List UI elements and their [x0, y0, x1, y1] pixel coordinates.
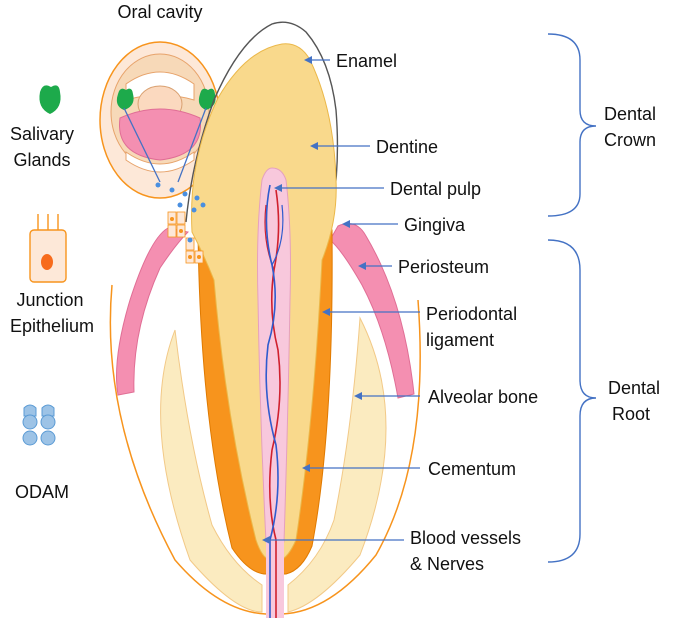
legend-salivary-line1: Salivary [10, 124, 74, 144]
tooth-cross-section [109, 21, 421, 618]
nerve-blue [265, 184, 279, 618]
pointer-lines [262, 56, 420, 544]
odam-icon [22, 404, 56, 446]
diagram-title: Oral cavity [117, 2, 202, 22]
label-enamel: Enamel [336, 51, 397, 71]
label-cementum: Cementum [428, 459, 516, 479]
label-periosteum: Periosteum [398, 257, 489, 277]
crown-bracket [547, 33, 597, 217]
oral-cavity-illustration [99, 41, 221, 199]
alveolar-bone-right [287, 316, 387, 613]
gingiva-left [116, 227, 190, 396]
root-bracket [547, 239, 597, 563]
salivary-gland-icon [39, 85, 61, 114]
gingiva-right [329, 223, 415, 399]
label-vessels-2: & Nerves [410, 554, 484, 574]
bracket-root-2: Root [612, 404, 650, 424]
label-gingiva: Gingiva [404, 215, 466, 235]
bracket-crown-2: Crown [604, 130, 656, 150]
epithelial-cell-icon [29, 214, 67, 283]
legend-salivary-line2: Glands [13, 150, 70, 170]
bracket-crown-1: Dental [604, 104, 656, 124]
label-vessels-1: Blood vessels [410, 528, 521, 548]
gland-icon [198, 88, 216, 110]
gland-icon [116, 88, 134, 110]
alveolar-bone-left [160, 329, 263, 613]
legend-junction-line1: Junction [16, 290, 83, 310]
legend-junction-line2: Epithelium [10, 316, 94, 336]
legend-odam: ODAM [15, 482, 69, 502]
label-dental-pulp: Dental pulp [390, 179, 481, 199]
label-periodontal-1: Periodontal [426, 304, 517, 324]
odam-markers [155, 182, 206, 243]
label-periodontal-2: ligament [426, 330, 494, 350]
enamel [185, 21, 339, 223]
label-alveolar-bone: Alveolar bone [428, 387, 538, 407]
label-dentine: Dentine [376, 137, 438, 157]
junction-epithelium-cells [167, 211, 204, 264]
bracket-root-1: Dental [608, 378, 660, 398]
